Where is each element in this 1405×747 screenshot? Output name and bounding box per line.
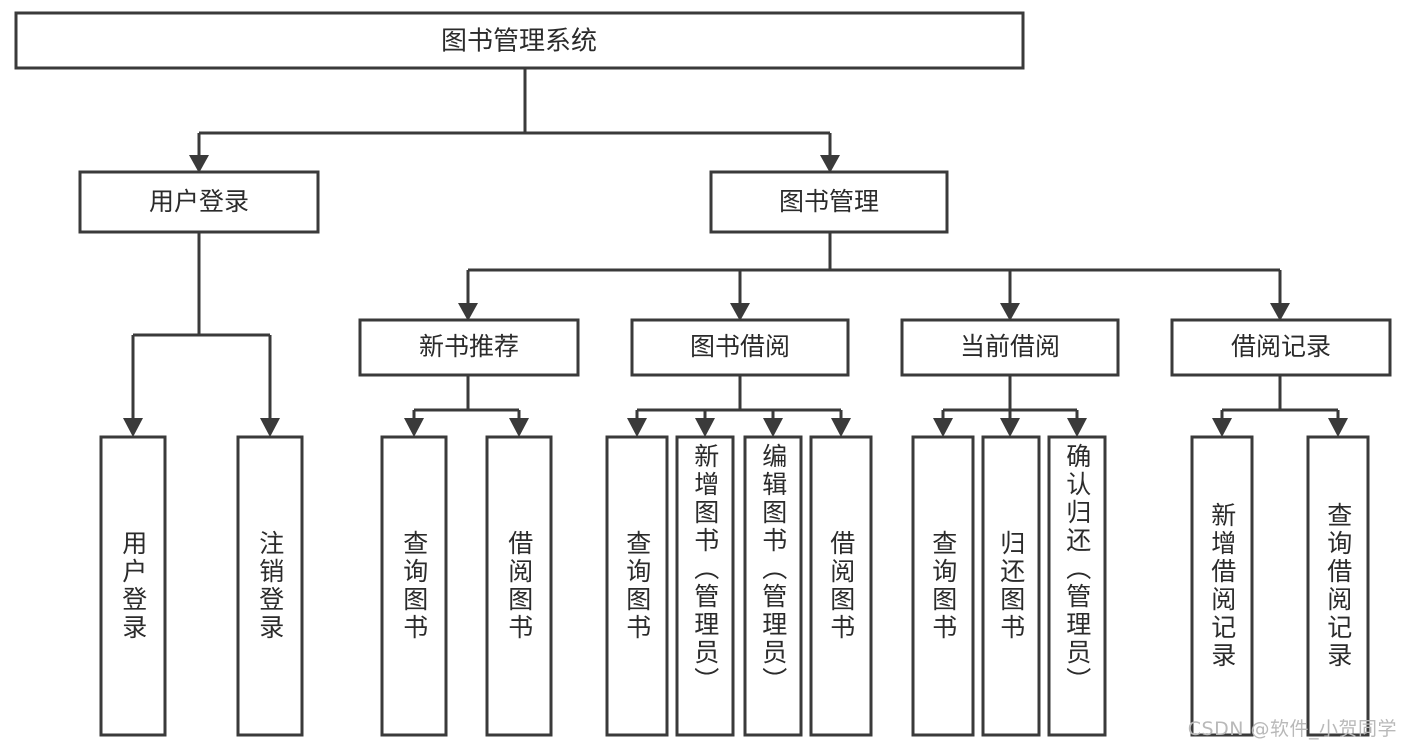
arrow-head-cb-leaf-3 [1067, 418, 1087, 437]
watermark: CSDN @软件_小贺同学 [1187, 718, 1397, 740]
node-box-new-book-recommend[interactable] [358, 318, 580, 377]
node-box-leaf-bb-borrow-book[interactable] [809, 435, 873, 737]
node-box-root[interactable] [14, 11, 1025, 70]
connector-group-book-manage-to-level3 [458, 232, 1290, 321]
node-box-user-login[interactable] [78, 170, 320, 234]
arrow-head-book-borrow [730, 303, 750, 321]
arrow-head-book-manage [820, 155, 840, 173]
node-box-borrow-record[interactable] [1170, 318, 1392, 377]
node-box-leaf-nb-borrow-book[interactable] [485, 435, 553, 737]
connector-group-book-borrow-to-leaves [627, 375, 851, 437]
arrow-head-bb-leaf-1 [627, 418, 647, 437]
arrow-head-bb-leaf-2 [695, 418, 715, 437]
node-box-book-manage[interactable] [709, 170, 949, 234]
node-label-borrow-record: 借阅记录 [1231, 332, 1331, 361]
arrow-head-nb-leaf-1 [404, 418, 424, 437]
arrow-head-leaf-user-login [123, 418, 143, 437]
node-box-leaf-br-add-record[interactable] [1190, 435, 1254, 737]
arrow-head-nb-leaf-2 [509, 418, 529, 437]
arrow-head-bb-leaf-3 [763, 418, 783, 437]
node-box-leaf-user-login[interactable] [99, 435, 167, 737]
node-box-leaf-cb-return-book[interactable] [981, 435, 1041, 737]
connector-group-new-book-to-leaves [404, 375, 529, 437]
node-box-book-borrow[interactable] [630, 318, 850, 377]
arrow-head-leaf-logout [260, 418, 280, 437]
node-label-root: 图书管理系统 [441, 27, 597, 57]
connector-group-user-login-to-leaves [123, 232, 280, 437]
node-label-new-book-recommend: 新书推荐 [419, 332, 519, 361]
node-box-leaf-bb-add-book[interactable] [675, 435, 735, 737]
arrow-head-br-leaf-2 [1328, 418, 1348, 437]
arrow-head-cb-leaf-1 [933, 418, 953, 437]
connector-group-root-to-level2 [189, 68, 840, 173]
node-label-user-login: 用户登录 [149, 187, 249, 216]
node-box-leaf-cb-confirm-return[interactable] [1047, 435, 1107, 737]
node-box-leaf-br-query-record[interactable] [1306, 435, 1370, 737]
node-box-leaf-nb-query-book[interactable] [380, 435, 448, 737]
node-box-leaf-cb-query-book[interactable] [911, 435, 975, 737]
node-box-current-borrow[interactable] [900, 318, 1120, 377]
arrow-head-cb-leaf-2 [1000, 418, 1020, 437]
node-label-current-borrow: 当前借阅 [960, 332, 1060, 361]
connector-group-borrow-record-to-leaves [1212, 375, 1348, 437]
arrow-head-bb-leaf-4 [831, 418, 851, 437]
node-box-leaf-bb-query-book[interactable] [605, 435, 669, 737]
node-label-book-borrow: 图书借阅 [690, 332, 790, 361]
arrow-head-br-leaf-1 [1212, 418, 1232, 437]
node-box-leaf-bb-edit-book[interactable] [743, 435, 803, 737]
node-box-leaf-logout[interactable] [236, 435, 304, 737]
connector-group-current-borrow-to-leaves [933, 375, 1087, 437]
arrow-head-user-login [189, 155, 209, 173]
arrow-head-new-book [458, 303, 478, 321]
arrow-head-current-borrow [1000, 303, 1020, 321]
arrow-head-borrow-record [1270, 303, 1290, 321]
node-label-book-manage: 图书管理 [779, 187, 879, 216]
